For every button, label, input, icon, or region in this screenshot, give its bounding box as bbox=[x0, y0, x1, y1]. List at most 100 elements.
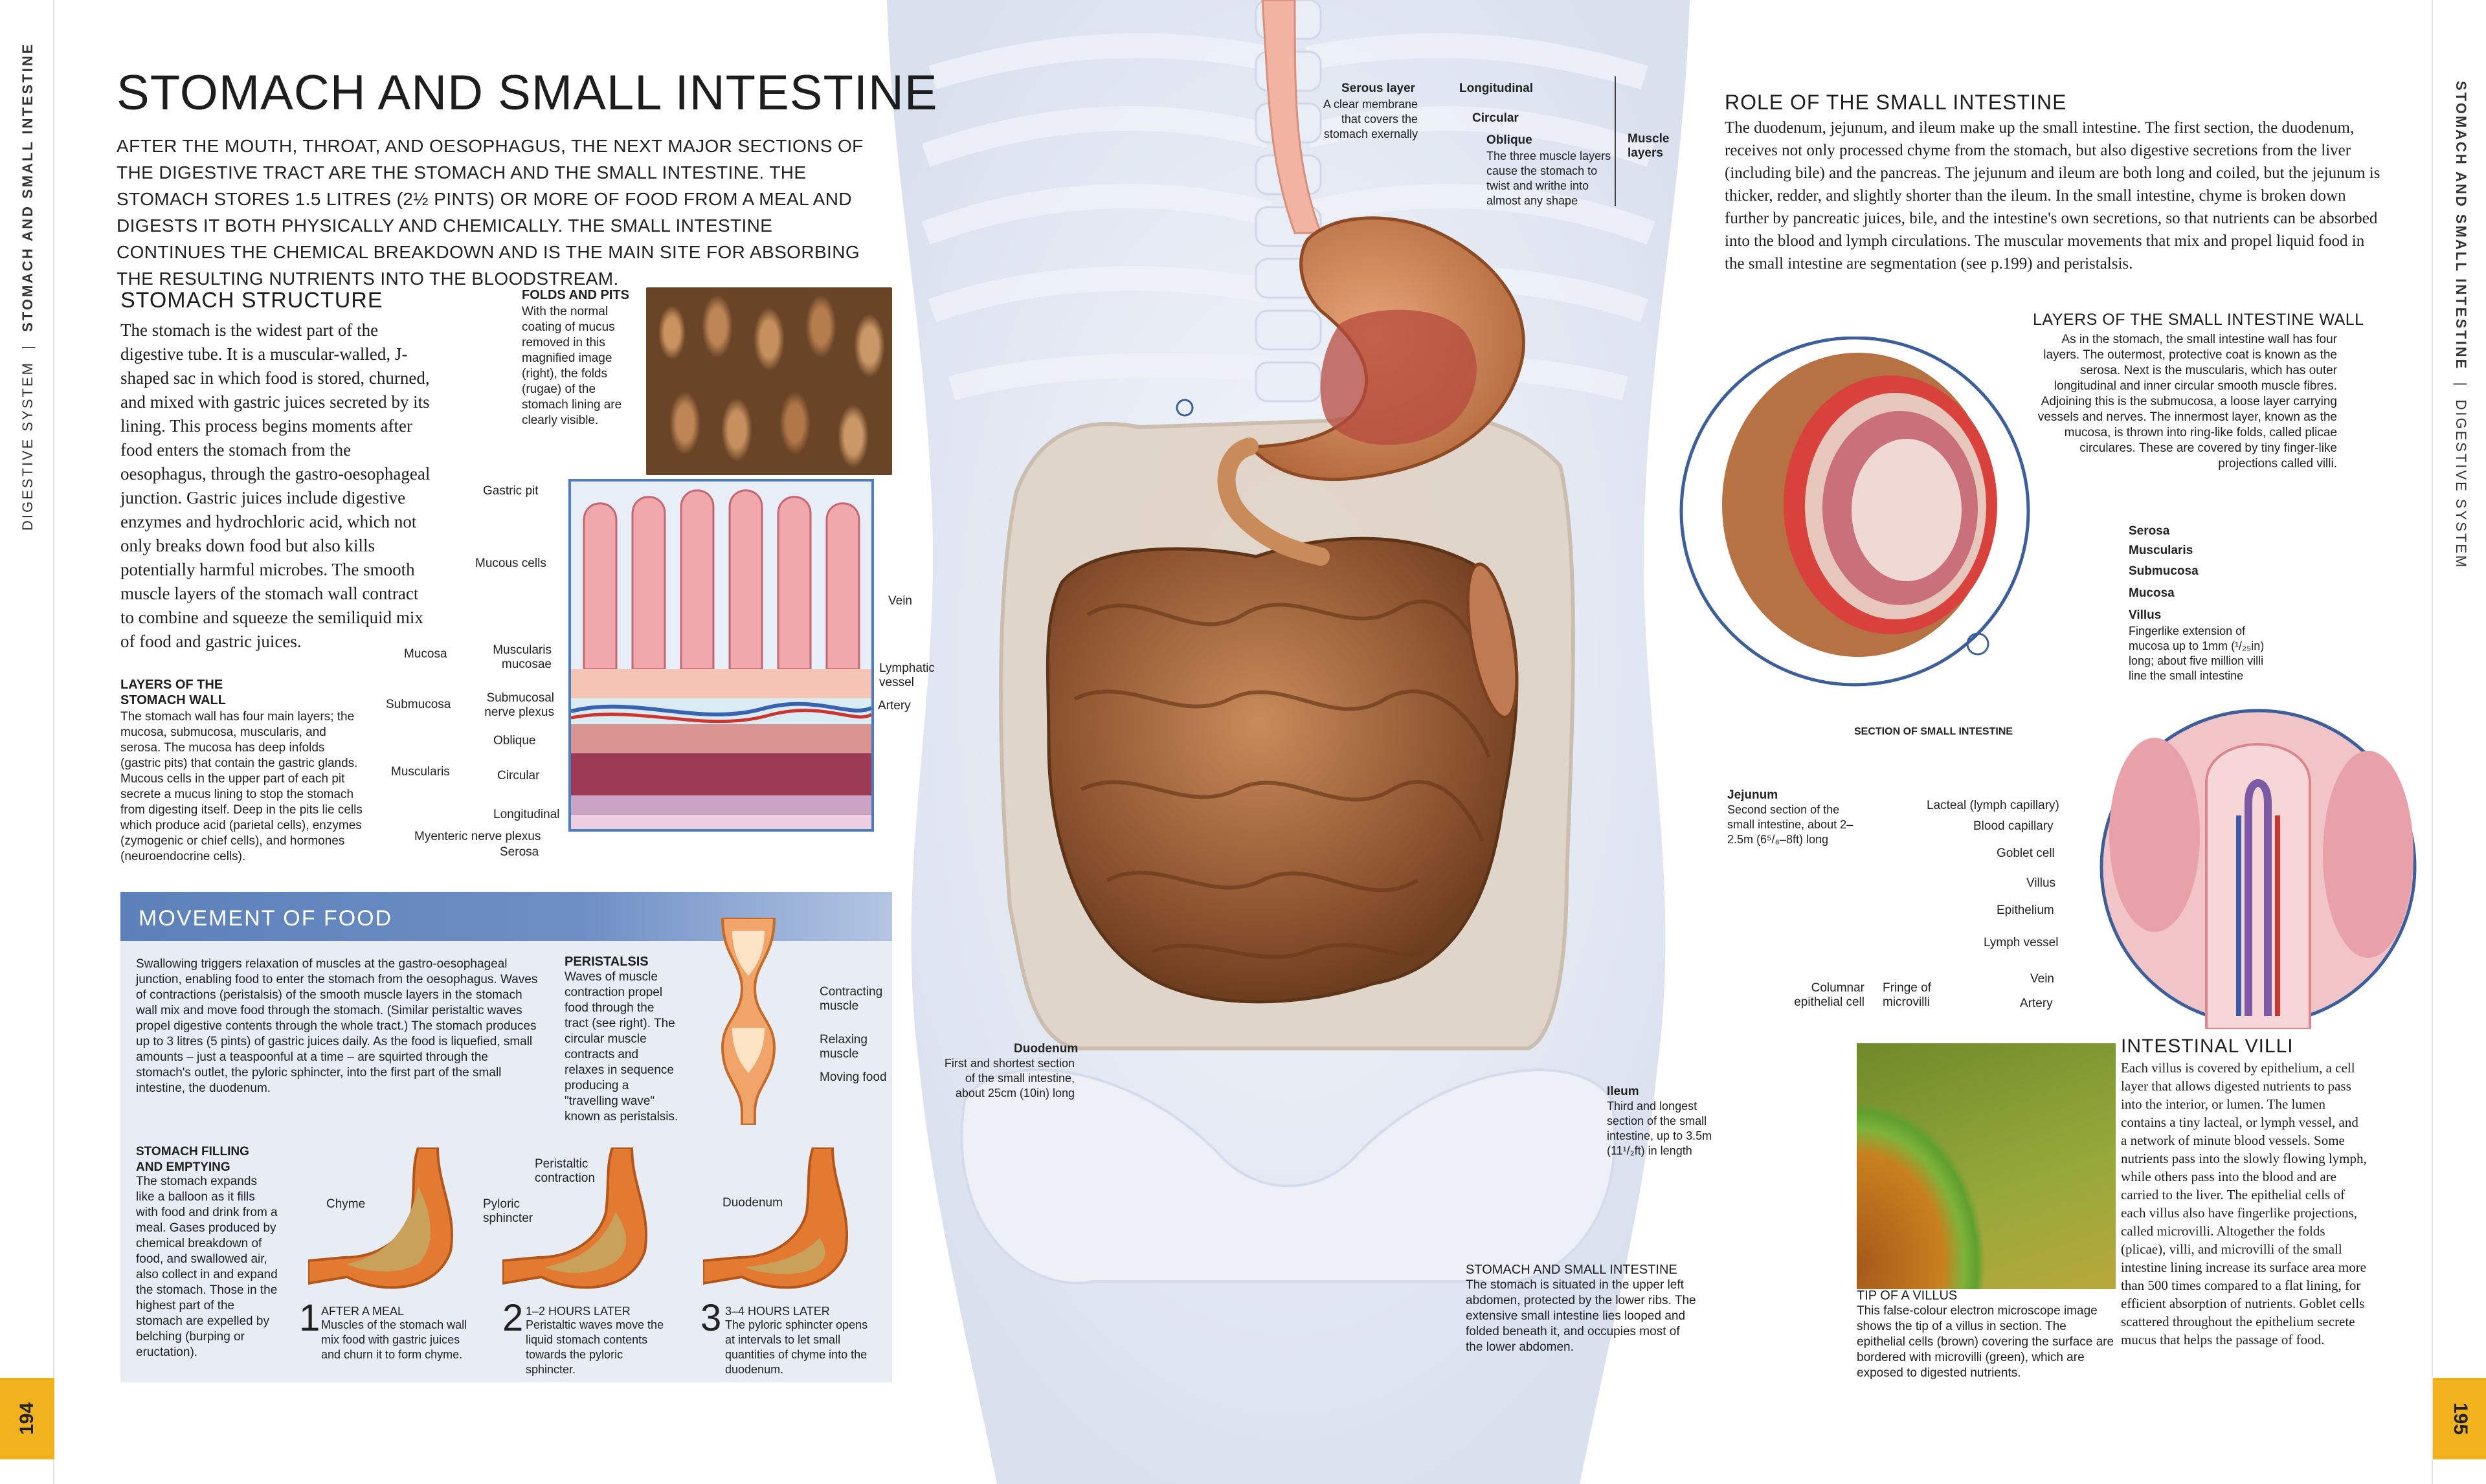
running-head-topic: STOMACH AND SMALL INTESTINE bbox=[19, 42, 36, 332]
label-serosa: Serosa bbox=[500, 845, 539, 859]
stomach-step-1 bbox=[308, 1147, 454, 1289]
label-muscle-layers: Muscle layers bbox=[1628, 132, 1670, 160]
label-serous-layer: Serous layer bbox=[1341, 82, 1416, 95]
page-title: STOMACH AND SMALL INTESTINE bbox=[117, 65, 938, 120]
peristalsis-title: PERISTALSIS bbox=[565, 955, 649, 969]
label-villus: Villus bbox=[2026, 876, 2056, 890]
label-longitudinal: Longitudinal bbox=[493, 808, 560, 821]
label-circular: Circular bbox=[497, 769, 540, 782]
intestinal-villi-body: Each villus is covered by epithelium, a … bbox=[2121, 1060, 2367, 1347]
label-vein: Vein bbox=[888, 594, 912, 608]
location-title: STOMACH AND SMALL INTESTINE bbox=[1466, 1263, 1677, 1277]
running-head-section-right: DIGESTIVE SYSTEM bbox=[2453, 399, 2469, 570]
peristalsis-tube bbox=[721, 918, 776, 1125]
label-moving: Moving food bbox=[820, 1070, 887, 1084]
page-number-left: 194 bbox=[16, 1402, 38, 1435]
stomach-wall-diagram bbox=[568, 479, 874, 832]
label-villus-artery: Artery bbox=[2020, 997, 2053, 1010]
running-head-separator-right: | bbox=[2453, 382, 2469, 388]
label-si-muscularis: Muscularis bbox=[2129, 544, 2193, 557]
folds-title: FOLDS AND PITS bbox=[522, 288, 629, 302]
pelvis bbox=[960, 1069, 1617, 1285]
step-2-title: 1–2 HOURS LATER bbox=[526, 1305, 631, 1318]
label-relaxing: Relaxing muscle bbox=[820, 1033, 868, 1061]
page-number-tab-left: 194 bbox=[0, 1378, 54, 1459]
stomach-wall-text: The stomach wall has four main layers; t… bbox=[120, 710, 363, 863]
label-si-villus: Villus bbox=[2129, 608, 2162, 622]
role-heading: ROLE OF THE SMALL INTESTINE bbox=[1725, 91, 2067, 114]
stomach-wall-layers bbox=[570, 489, 873, 829]
label-epithelium: Epithelium bbox=[1997, 903, 2054, 917]
label-fringe: Fringe of microvilli bbox=[1883, 981, 1931, 1009]
step-1-text: Muscles of the stomach wall mix food wit… bbox=[321, 1318, 467, 1361]
duodenum bbox=[1217, 437, 1330, 566]
stomach-structure-body: The stomach is the widest part of the di… bbox=[120, 320, 431, 651]
page-number-right: 195 bbox=[2450, 1402, 2471, 1435]
villus-closeup bbox=[2100, 709, 2417, 1029]
villus-tip-micrograph bbox=[1857, 1043, 2116, 1289]
running-head-left: DIGESTIVE SYSTEM | STOMACH AND SMALL INT… bbox=[0, 43, 54, 595]
stomach-step-2 bbox=[502, 1147, 648, 1289]
si-wall-heading: LAYERS OF THE SMALL INTESTINE WALL bbox=[2033, 311, 2364, 329]
villus-tip-caption: TIP OF A VILLUS This false-colour electr… bbox=[1857, 1288, 2116, 1381]
step-3-number: 3 bbox=[700, 1297, 722, 1339]
serosa-band bbox=[571, 815, 871, 829]
label-blood-capillary: Blood capillary bbox=[1973, 819, 2054, 833]
villus-tip-text: This false-colour electron microscope im… bbox=[1857, 1304, 2114, 1380]
intestinal-villi-heading: INTESTINAL VILLI bbox=[2121, 1035, 2294, 1057]
label-mucosa: Mucosa bbox=[404, 647, 447, 661]
movement-heading: MOVEMENT OF FOOD bbox=[139, 906, 393, 931]
villus-tip-title: TIP OF A VILLUS bbox=[1857, 1289, 1958, 1303]
intestine-cut-section bbox=[1466, 562, 1519, 719]
label-lacteal: Lacteal (lymph capillary) bbox=[1927, 799, 2059, 812]
stomach-structure-heading: STOMACH STRUCTURE bbox=[120, 288, 383, 313]
label-si-mucosa: Mucosa bbox=[2129, 586, 2175, 600]
label-oblique-muscle: Oblique bbox=[1486, 133, 1532, 147]
label-submucosal-plexus: Submucosal nerve plexus bbox=[484, 691, 554, 719]
duodenum-text: First and shortest section of the small … bbox=[944, 1057, 1075, 1100]
circular-muscle-band bbox=[571, 753, 871, 795]
stomach-wall-callout-marker bbox=[1176, 399, 1194, 417]
label-circular-muscle: Circular bbox=[1472, 111, 1519, 125]
stomach-wall-title: LAYERS OF THE STOMACH WALL bbox=[120, 678, 226, 707]
rugae-micrograph bbox=[646, 287, 892, 475]
page-number-tab-right: 195 bbox=[2433, 1378, 2486, 1459]
label-mucous-cells: Mucous cells bbox=[475, 557, 546, 570]
location-text: The stomach is situated in the upper lef… bbox=[1466, 1278, 1696, 1354]
muscularis-mucosae-band bbox=[571, 669, 871, 698]
step-2-number: 2 bbox=[502, 1297, 524, 1339]
si-wall-body: As in the stomach, the small intestine w… bbox=[2037, 333, 2337, 471]
left-margin-strip: DIGESTIVE SYSTEM | STOMACH AND SMALL INT… bbox=[0, 0, 54, 1484]
label-lymph-vessel: Lymph vessel bbox=[1984, 936, 2059, 949]
label-jejunum: Jejunum bbox=[1727, 788, 1778, 802]
label-myenteric: Myenteric nerve plexus bbox=[414, 830, 541, 843]
ileum-text: Third and longest section of the small i… bbox=[1607, 1100, 1712, 1157]
si-section-caption: SECTION OF SMALL INTESTINE bbox=[1854, 726, 2013, 737]
label-duodenum: Duodenum bbox=[1014, 1042, 1079, 1056]
stomach-step-3 bbox=[703, 1147, 849, 1289]
label-gastric-pit: Gastric pit bbox=[483, 484, 539, 498]
si-villus-text: Fingerlike extension of mucosa up to 1mm… bbox=[2129, 625, 2265, 682]
muscle-layers-bracket bbox=[1615, 76, 1616, 206]
gastric-pits bbox=[583, 489, 860, 670]
label-ileum: Ileum bbox=[1607, 1085, 1639, 1098]
si-wall-text-block: LAYERS OF THE SMALL INTESTINE WALL As in… bbox=[2033, 311, 2369, 472]
label-contracting: Contracting muscle bbox=[820, 985, 883, 1013]
label-goblet: Goblet cell bbox=[1997, 847, 2055, 860]
filling-title: STOMACH FILLING AND EMPTYING bbox=[136, 1145, 249, 1174]
role-body: The duodenum, jejunum, and ileum make up… bbox=[1725, 119, 2380, 272]
label-longitudinal-muscle: Longitudinal bbox=[1459, 82, 1533, 95]
label-peristaltic: Peristaltic contraction bbox=[535, 1157, 595, 1185]
label-duodenum-small: Duodenum bbox=[722, 1196, 783, 1210]
location-caption: STOMACH AND SMALL INTESTINE The stomach … bbox=[1466, 1262, 1699, 1355]
label-artery: Artery bbox=[878, 699, 911, 713]
label-submucosa: Submucosa bbox=[386, 698, 451, 711]
step-3-text: The pyloric sphincter opens at intervals… bbox=[725, 1318, 868, 1376]
longitudinal-muscle-band bbox=[571, 795, 871, 815]
torso-illustration bbox=[887, 0, 1690, 1484]
small-intestine-section bbox=[1679, 337, 2030, 687]
running-head-section: DIGESTIVE SYSTEM bbox=[19, 361, 36, 531]
label-villus-vein: Vein bbox=[2030, 972, 2054, 986]
running-head-topic-right: STOMACH AND SMALL INTESTINE bbox=[2453, 81, 2469, 371]
movement-of-food-panel: MOVEMENT OF FOOD Swallowing triggers rel… bbox=[120, 892, 892, 1382]
